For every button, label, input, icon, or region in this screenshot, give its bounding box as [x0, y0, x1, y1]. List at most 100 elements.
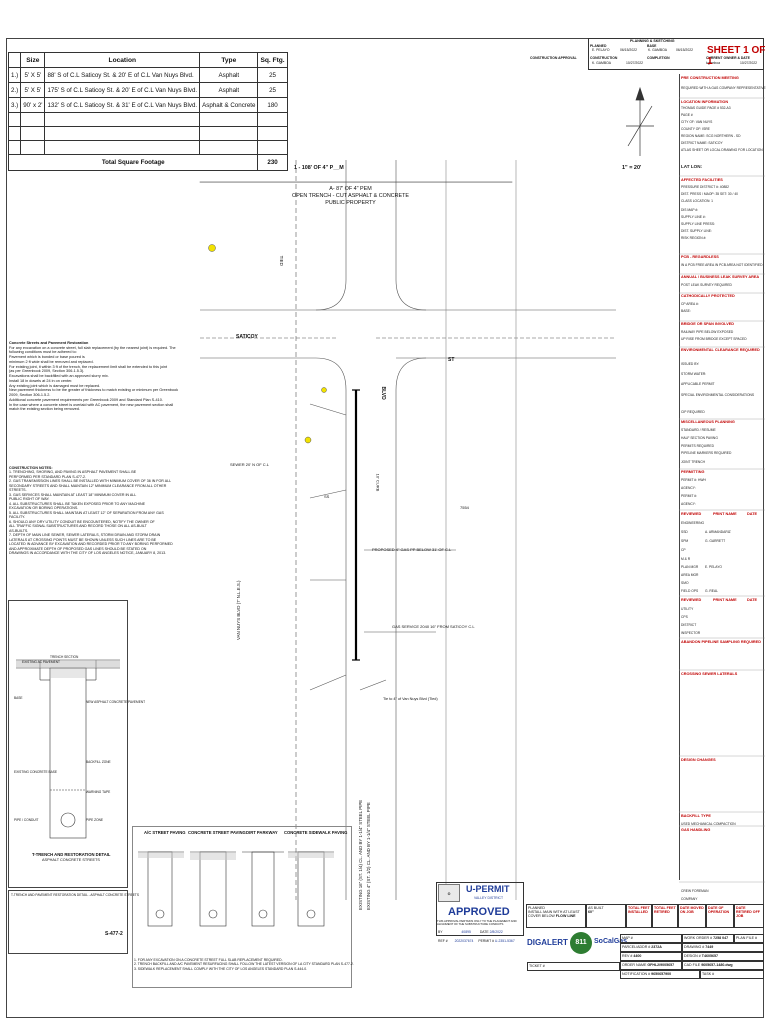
planned-date: 06/15/2022: [620, 48, 637, 52]
construction-by: K. GAMBOA: [592, 61, 612, 65]
total-value: 230: [257, 154, 288, 171]
construction-notes: CONSTRUCTION NOTES: 1. TRENCHING, SHORIN…: [9, 466, 173, 556]
detail-label: WARNING TAPE: [86, 790, 111, 794]
standard-plan-number: S-477-2: [105, 931, 123, 937]
planning-header-block: [588, 38, 764, 70]
design-cell: DESIGN # T4605657: [682, 952, 764, 961]
sheet-frame: [6, 38, 764, 1018]
row-type: Asphalt & Concrete: [199, 97, 259, 113]
table-row: [7, 140, 288, 155]
trench-detail-box: [8, 600, 128, 888]
street-blvd: BLVD: [379, 386, 386, 400]
task-cell: TASK #: [700, 970, 764, 979]
row-location: 88' S of C.L Saticoy St. & 20' E of C.L …: [44, 67, 201, 83]
section-title: AFFECTED FACILITIES: [681, 178, 723, 182]
vertical-text-left: VAN NUYS BLVD (7' N.L.E.S.): [236, 580, 241, 640]
current-owner-name: kgamboa: [706, 61, 720, 65]
base-label: BASE: [647, 44, 657, 48]
row-sqft: 180: [257, 97, 288, 113]
row-index: 2.): [7, 82, 22, 98]
notification-cell: NOTIFICATION # 9650657900: [620, 970, 700, 979]
row-size: 90' x 2': [20, 97, 46, 113]
sewer-label: SEWER 20' N OF C.L: [230, 462, 269, 467]
base-by: K. GAMBOA: [648, 48, 668, 52]
table-row: 3.) 90' x 2' 132' S of C.L Saticoy St. &…: [7, 97, 288, 113]
socalgas-logo: SoCalGas: [594, 938, 628, 945]
construction-date: 10/27/2022: [626, 61, 643, 65]
size-table-header: Size Location Type Sq. Ftg.: [7, 52, 288, 68]
header-size: Size: [20, 52, 46, 68]
header-sqft: Sq. Ftg.: [257, 52, 288, 68]
section-title: LOCATION INFORMATION: [681, 100, 729, 104]
valley-district: VALLEY DISTRICT: [474, 896, 504, 900]
section-title: PCB - REGARDLESS: [681, 255, 719, 259]
engineering-logo-icon: ⚙: [438, 884, 460, 902]
detail-subtitle: ASPHALT CONCRETE STREETS: [42, 858, 100, 862]
section-title: ANNUAL / BUSINESS LEAK SURVEY AREA: [681, 275, 760, 279]
table-row: [7, 126, 288, 141]
completion-label: COMPLETION: [647, 56, 670, 60]
date-retired-off-job: DATE RETIRED OFF JOB: [734, 904, 764, 928]
section-title: ENVIRONMENTAL CLEARANCE REQUIRED: [681, 348, 760, 352]
approved-stamp: APPROVED: [448, 906, 510, 918]
section-title: ABANDON PIPELINE SAMPLING REQUIRED: [681, 640, 761, 644]
address-7554: 7554: [460, 505, 469, 510]
row-type: Asphalt: [199, 82, 259, 98]
call-811-icon: 811: [570, 932, 592, 954]
detail-label: EXISTING AC PAVEMENT: [22, 660, 60, 664]
section-title: CATHODICALLY PROTECTED: [681, 294, 735, 298]
planned-cell: PLANNED INSTALL MAIN WITH AT LEAST COVER…: [526, 904, 586, 928]
row-location: 175' S of C.L Saticoy St. & 20' E of C.L…: [44, 82, 201, 98]
proposed-main-label: PROPOSED 4" GAS PP BELOW 31' OF C.L: [372, 547, 452, 552]
current-owner-date: 10/27/2022: [740, 61, 757, 65]
street-st: ST: [448, 357, 455, 363]
pipe-icon: [60, 812, 76, 828]
concrete-notes: Concrete Streets and Pavement Restoratio…: [9, 341, 179, 412]
checklist-column: [679, 74, 763, 880]
tie-marker: [321, 387, 327, 393]
se-curb-return: [395, 357, 427, 900]
construction-notes-heading: CONSTRUCTION NOTES:: [9, 466, 53, 470]
checklist-dividers: [679, 97, 765, 883]
paving-heading-sidewalk: CONCRETE SIDEWALK PAVING: [284, 830, 348, 835]
trench-note-line3: PUBLIC PROPERTY: [325, 199, 376, 206]
detail-label: NEW ASPHALT CONCRETE PAVEMENT: [86, 700, 146, 704]
planned-by: E. PELAYO: [592, 48, 610, 52]
section-title: BRIDGE OR SPAN INVOLVED: [681, 322, 735, 326]
drawing-cell: DRAWING # 7449: [682, 943, 764, 952]
planning-sketching-title: PLANNING & SKETCHING: [630, 39, 675, 43]
tie-marker: [208, 244, 216, 252]
paving-heading-concrete: CONCRETE STREET PAVING: [188, 830, 246, 835]
construction-label: CONSTRUCTION: [590, 56, 618, 60]
row-size: 5' X 5': [20, 82, 46, 98]
vertical-text-right-1: EXISTING 16" (ST. 1/4) CL. AND BY 1-1/4"…: [358, 799, 363, 910]
digalert-logo: DIGALERT: [527, 938, 568, 947]
detail-label: PIPE ZONE: [86, 818, 104, 822]
map-cell: MAP #: [620, 934, 682, 943]
concrete-notes-heading: Concrete Streets and Pavement Restoratio…: [9, 341, 89, 345]
paving-heading-ac: A/C STREET PAVING: [144, 830, 186, 835]
street-saticoy: SATICOY: [236, 334, 258, 340]
north-arrow-icon: [626, 86, 654, 156]
tie-marker: [304, 436, 312, 444]
vertical-text-right-2: EXISTING 4" (ST. 1/2) CL. AND BY 1-1/4" …: [366, 802, 371, 910]
table-row: 1.) 5' X 5' 88' S of C.L Saticoy St. & 2…: [7, 67, 288, 83]
standard-plan-title: T-TRENCH AND PAVEMENT RESTORATION DETAIL…: [11, 893, 139, 897]
detail-label: EXISTING CONCRETE BASE: [14, 770, 58, 774]
section-title: BACKFILL TYPE: [681, 814, 711, 818]
section-title: CROSSING SEWER LATERALS: [681, 672, 738, 676]
section-title: MISCELLANEOUS PLANNING: [681, 420, 735, 424]
detail-label: PIPE / CONDUIT: [14, 818, 39, 822]
parcel-cell: PARCEL/ADDR # 2372A: [620, 943, 682, 952]
detail-title: T-TRENCH AND RESTORATION DETAIL: [32, 852, 111, 857]
reviewed-header: REVIEWED: [681, 512, 702, 516]
detail-label: BASE: [14, 696, 23, 700]
base-date: 06/15/2022: [676, 48, 693, 52]
date-header: DATE: [747, 512, 758, 516]
planned-label: PLANNED: [590, 44, 607, 48]
date-moved-on-job: DATE MOVED ON JOB: [678, 904, 706, 928]
curb-label: 10' CURB: [375, 473, 381, 492]
excavation-size-table: Size Location Type Sq. Ftg. 1.) 5' X 5' …: [7, 52, 288, 171]
section-title: PRE CONSTRUCTION MEETING: [681, 76, 739, 80]
label-ss: SS: [324, 494, 330, 499]
